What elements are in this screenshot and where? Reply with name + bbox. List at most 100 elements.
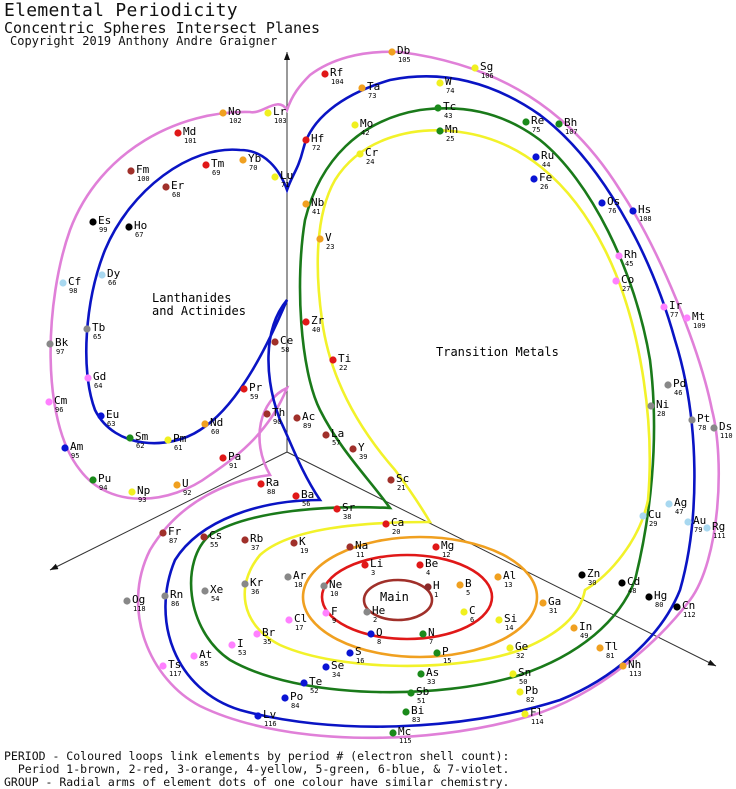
element-symbol: Xe <box>210 583 223 596</box>
element-dot <box>402 708 410 716</box>
element-number: 37 <box>251 544 259 552</box>
element-dot <box>388 48 396 56</box>
element-number: 1 <box>434 591 438 599</box>
element-number: 89 <box>303 422 311 430</box>
element-symbol: Na <box>355 539 368 552</box>
element-y: Y39 <box>349 441 367 461</box>
element-number: 16 <box>356 657 364 665</box>
element-dot <box>162 183 170 191</box>
element-number: 84 <box>291 702 299 710</box>
period-2-loop <box>320 553 494 641</box>
element-symbol: U <box>182 477 189 490</box>
element-symbol: Ni <box>656 398 669 411</box>
element-dot <box>570 624 578 632</box>
element-dot <box>664 381 672 389</box>
element-symbol: Rf <box>330 66 343 79</box>
element-v: V23 <box>316 231 334 251</box>
element-number: 2 <box>373 616 377 624</box>
element-h: H1 <box>424 579 440 599</box>
element-number: 50 <box>519 678 527 686</box>
element-dot <box>228 641 236 649</box>
element-dot <box>98 271 106 279</box>
element-number: 68 <box>172 191 180 199</box>
element-symbol: No <box>228 105 241 118</box>
element-number: 11 <box>356 551 364 559</box>
element-dot <box>387 476 395 484</box>
element-symbol: Dy <box>107 267 121 280</box>
element-dot <box>598 199 606 207</box>
element-dot <box>612 277 620 285</box>
element-symbol: Te <box>309 675 322 688</box>
element-symbol: C <box>469 604 476 617</box>
element-symbol: Nh <box>628 658 641 671</box>
element-symbol: Pt <box>697 412 710 425</box>
element-symbol: S <box>355 645 362 658</box>
element-symbol: Ru <box>541 149 554 162</box>
element-number: 22 <box>339 364 347 372</box>
element-symbol: Bk <box>55 336 69 349</box>
element-number: 99 <box>99 226 107 234</box>
element-symbol: Mt <box>692 310 705 323</box>
element-dot <box>321 70 329 78</box>
period-5-loop <box>189 107 656 694</box>
element-number: 39 <box>359 453 367 461</box>
element-dot <box>367 630 375 638</box>
element-symbol: Os <box>607 195 620 208</box>
element-dot <box>417 670 425 678</box>
element-number: 103 <box>274 117 287 125</box>
period-6-loop <box>84 75 696 728</box>
element-s: S16 <box>346 645 364 665</box>
element-number: 108 <box>639 215 652 223</box>
element-symbol: I <box>237 637 244 650</box>
element-symbol: Ac <box>302 410 315 423</box>
element-dot <box>320 582 328 590</box>
element-dot <box>419 630 427 638</box>
element-number: 21 <box>397 484 405 492</box>
element-dot <box>710 424 718 432</box>
element-number: 109 <box>693 322 706 330</box>
element-symbol: Cm <box>54 394 68 407</box>
element-symbol: N <box>428 626 435 639</box>
element-dot <box>684 518 692 526</box>
element-number: 19 <box>300 547 308 555</box>
element-symbol: Sn <box>518 666 531 679</box>
element-number: 42 <box>361 129 369 137</box>
element-number: 44 <box>542 161 550 169</box>
element-symbol: La <box>331 427 344 440</box>
element-symbol: Ds <box>719 420 732 433</box>
element-number: 98 <box>69 287 77 295</box>
right-axis <box>286 451 717 667</box>
element-number: 57 <box>332 439 340 447</box>
element-dot <box>127 167 135 175</box>
element-dot <box>173 481 181 489</box>
element-number: 51 <box>417 697 425 705</box>
element-number: 15 <box>443 657 451 665</box>
period-7-loop <box>49 50 721 740</box>
element-number: 27 <box>622 285 630 293</box>
element-number: 73 <box>368 92 376 100</box>
element-number: 35 <box>263 638 271 646</box>
element-dot <box>363 608 371 616</box>
element-symbol: Al <box>503 569 516 582</box>
footer-line-2: Period 1-brown, 2-red, 3-orange, 4-yello… <box>4 762 510 776</box>
element-dot <box>201 587 209 595</box>
